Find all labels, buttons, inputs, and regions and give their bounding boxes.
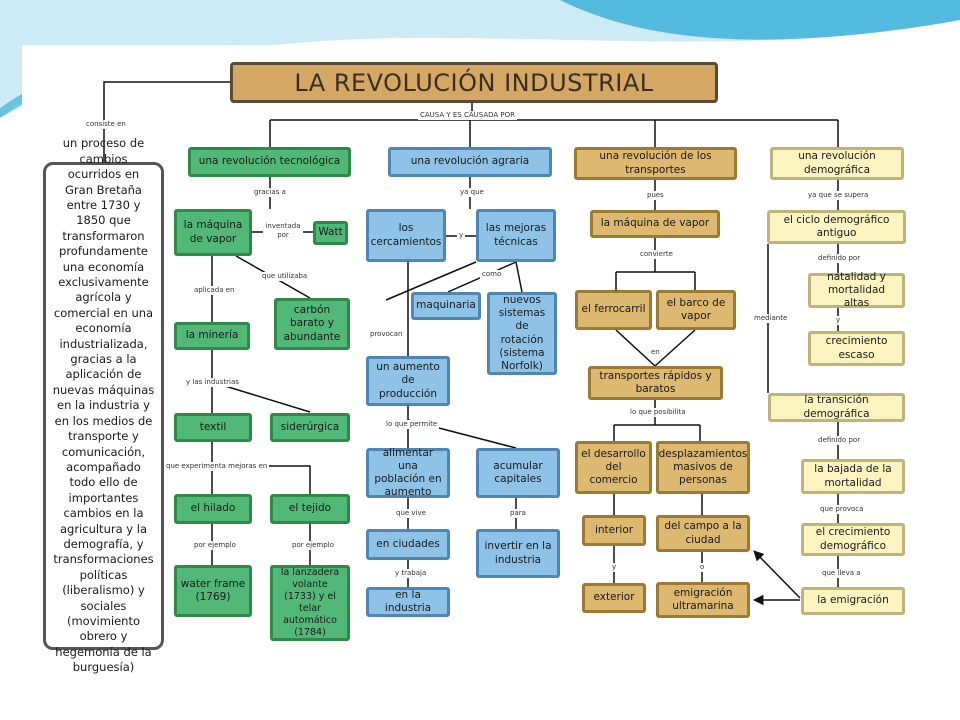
link-label-y-comercio: y bbox=[610, 563, 619, 572]
node-water-frame: water frame (1769) bbox=[174, 565, 252, 617]
node-barco-vapor: el barco de vapor bbox=[656, 290, 736, 330]
link-label-experimenta: que experimenta mejoras en bbox=[164, 462, 270, 471]
link-label-mediante: mediante bbox=[752, 314, 790, 323]
link-label-o: o bbox=[698, 563, 707, 572]
node-natalidad-mortalidad: natalidad y mortalidad altas bbox=[808, 271, 905, 309]
node-revolucion-transportes: una revolución de los transportes bbox=[574, 147, 737, 180]
node-watt: Watt bbox=[313, 221, 348, 245]
node-cercamientos: los cercamientos bbox=[366, 209, 446, 262]
node-campo-ciudad: del campo a la ciudad bbox=[656, 515, 750, 552]
node-transportes-rapidos: transportes rápidos y baratos bbox=[588, 366, 723, 400]
link-label-ejemplo-2: por ejemplo bbox=[290, 541, 336, 550]
node-maquina-vapor-transportes: la máquina de vapor bbox=[590, 210, 720, 238]
node-transicion-demografica: la transición demográfica bbox=[768, 393, 905, 422]
node-carbon: carbón barato y abundante bbox=[274, 298, 350, 350]
node-exterior: exterior bbox=[582, 583, 646, 613]
link-label-provocan: provocan bbox=[368, 330, 405, 339]
node-emigracion-ultramarina: emigración ultramarina bbox=[656, 582, 750, 618]
link-label-consiste: consiste en bbox=[84, 120, 128, 129]
link-label-ejemplo-1: por ejemplo bbox=[192, 541, 238, 550]
link-label-y-demografica: y bbox=[834, 316, 843, 325]
link-label-ya-que: ya que bbox=[458, 188, 486, 197]
link-label-lleva: que lleva a bbox=[820, 569, 863, 578]
node-ferrocarril: el ferrocarril bbox=[575, 290, 652, 330]
node-interior: interior bbox=[582, 515, 646, 546]
link-label-trabaja: y trabaja bbox=[393, 569, 429, 578]
link-label-vive: que vive bbox=[394, 509, 428, 518]
link-label-utilizaba: que utilizaba bbox=[260, 272, 310, 281]
node-hilado: el hilado bbox=[174, 494, 252, 524]
concept-map-title: LA REVOLUCIÓN INDUSTRIAL bbox=[230, 62, 718, 103]
link-label-provoca: que provoca bbox=[818, 505, 866, 514]
top-wave-accent bbox=[560, 0, 960, 40]
link-label-permite: lo que permite bbox=[384, 420, 440, 429]
node-invertir-industria: invertir en la industria bbox=[476, 529, 560, 578]
node-desarrollo-comercio: el desarrollo del comercio bbox=[575, 441, 652, 494]
link-label-aplicada: aplicada en bbox=[192, 286, 237, 295]
node-revolucion-agraria: una revolución agraria bbox=[388, 147, 552, 177]
node-revolucion-demografica: una revolución demográfica bbox=[770, 147, 904, 180]
node-sistema-norfolk: nuevos sistemas de rotación (sistema Nor… bbox=[487, 292, 557, 375]
link-label-definido-1: definido por bbox=[816, 254, 863, 263]
node-bajada-mortalidad: la bajada de la mortalidad bbox=[801, 459, 905, 494]
node-en-ciudades: en ciudades bbox=[366, 529, 450, 560]
node-crecimiento-escaso: crecimiento escaso bbox=[808, 331, 905, 366]
node-siderurgica: siderúrgica bbox=[270, 413, 350, 442]
definition-box: un proceso de cambios ocurridos en Gran … bbox=[43, 136, 164, 674]
node-textil: textil bbox=[174, 413, 252, 442]
node-en-la-industria: en la industria bbox=[366, 587, 450, 617]
node-tejido: el tejido bbox=[270, 494, 350, 524]
node-alimentar-poblacion: alimentar una población en aumento bbox=[366, 447, 450, 498]
link-label-para: para bbox=[508, 509, 528, 518]
node-ciclo-demografico: el ciclo demográfico antiguo bbox=[767, 210, 906, 244]
node-acumular-capitales: acumular capitales bbox=[476, 448, 560, 498]
link-label-posibilita: lo que posibilita bbox=[628, 408, 688, 417]
link-label-en: en bbox=[649, 348, 662, 357]
link-label-industrias: y las industrias bbox=[184, 378, 241, 387]
link-label-gracias: gracias a bbox=[252, 188, 288, 197]
node-crecimiento-demografico: el crecimiento demográfico bbox=[801, 523, 905, 556]
node-aumento-produccion: un aumento de producción bbox=[366, 356, 450, 406]
link-label-inventada: inventada por bbox=[263, 222, 303, 240]
link-label-definido-2: definido por bbox=[816, 436, 863, 445]
node-mejoras-tecnicas: las mejoras técnicas bbox=[476, 209, 556, 262]
node-mineria: la minería bbox=[174, 322, 250, 350]
node-revolucion-tecnologica: una revolución tecnológica bbox=[188, 147, 351, 177]
link-label-causa: CAUSA Y ES CAUSADA POR bbox=[418, 111, 518, 120]
link-label-pues: pues bbox=[645, 191, 666, 200]
node-maquinaria: maquinaria bbox=[411, 292, 481, 320]
node-emigracion: la emigración bbox=[801, 587, 905, 615]
link-label-supera: ya que se supera bbox=[806, 191, 871, 200]
link-label-convierte: convierte bbox=[638, 250, 675, 259]
node-desplazamientos: desplazamientos masivos de personas bbox=[656, 441, 750, 494]
node-lanzadera: la lanzadera volante (1733) y el telar a… bbox=[270, 565, 350, 641]
node-maquina-vapor: la máquina de vapor bbox=[174, 209, 252, 256]
link-label-y-agraria: y bbox=[457, 231, 466, 240]
link-label-como: como bbox=[480, 270, 504, 279]
